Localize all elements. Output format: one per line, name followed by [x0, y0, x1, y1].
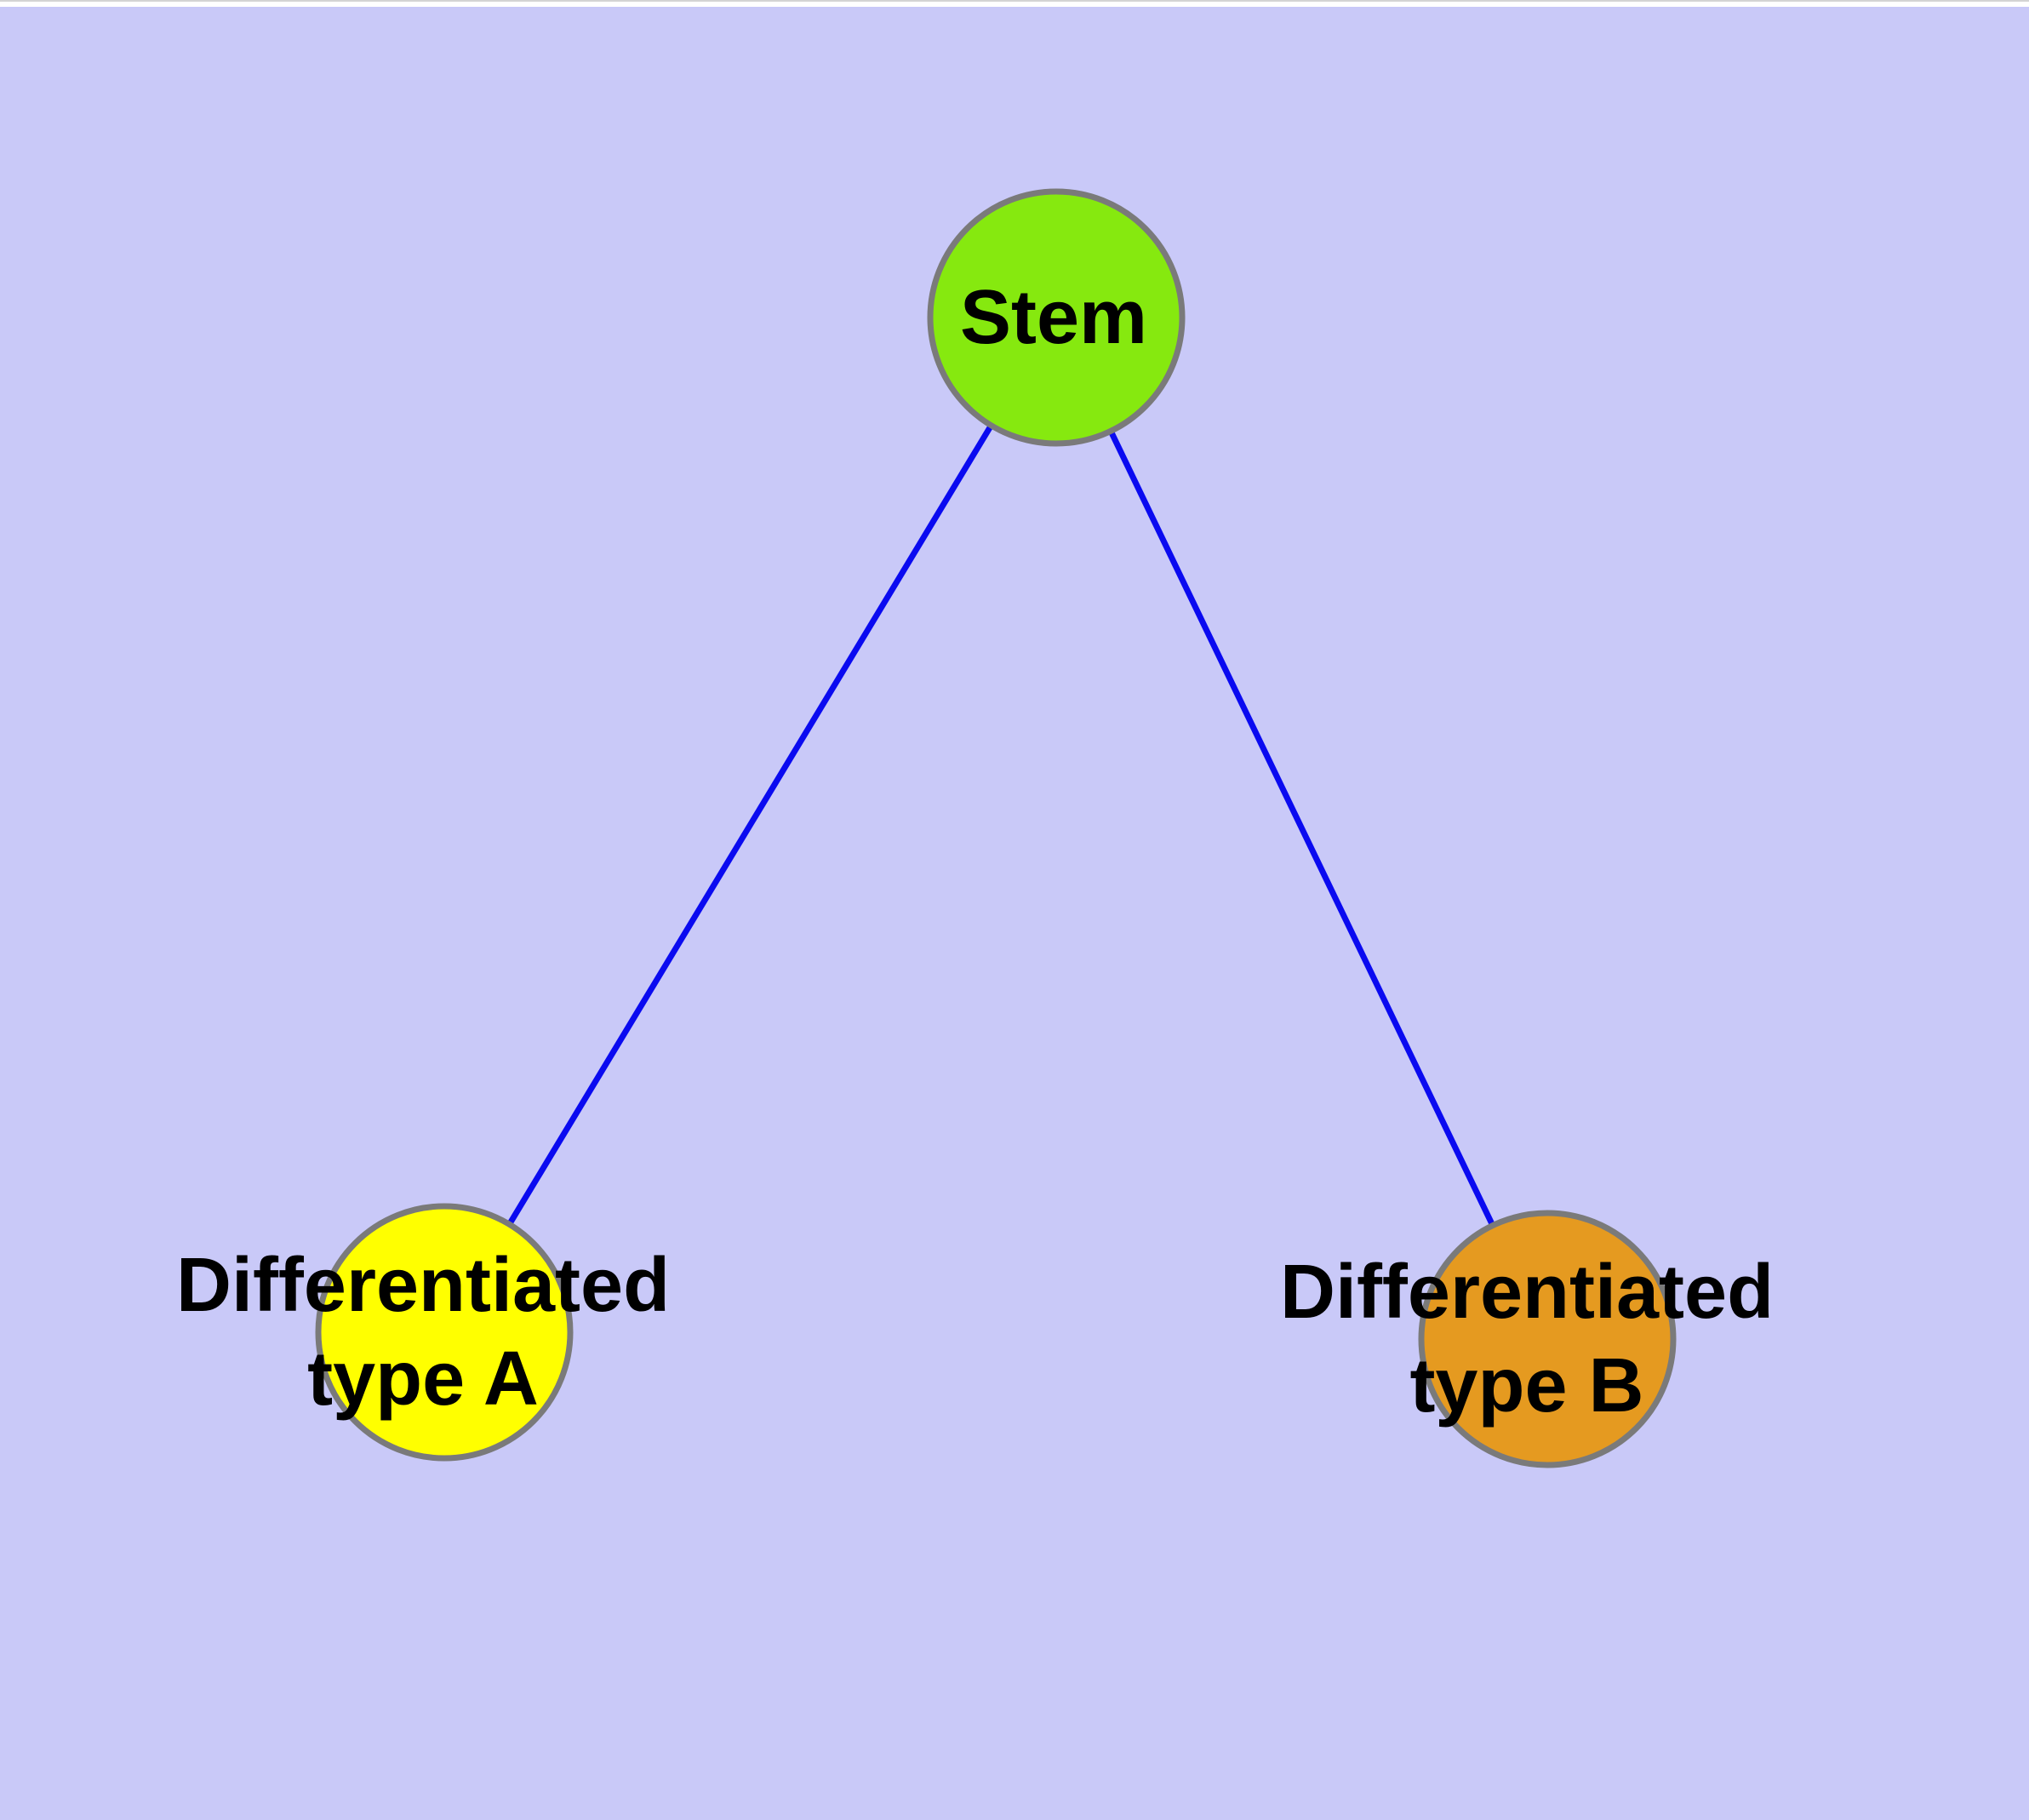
- node-label-type-a-line2: type A: [307, 1336, 539, 1422]
- top-window-hairline: [0, 0, 2029, 2]
- node-type-b-circle: [1418, 1210, 1677, 1468]
- node-type-a-circle: [315, 1203, 574, 1462]
- node-label-type-b: Differentiated type B: [1280, 1245, 1774, 1433]
- edge-stem-to-type-a: [442, 316, 1059, 1334]
- node-label-type-b-line1: Differentiated: [1279, 1250, 1775, 1335]
- node-label-type-b-line2: type B: [1409, 1343, 1644, 1428]
- node-stem-circle: [927, 188, 1186, 447]
- edge-stem-to-type-b: [1053, 316, 1551, 1341]
- node-label-type-a: Differentiated type A: [176, 1239, 670, 1426]
- node-label-stem-line1: Stem: [959, 275, 1148, 360]
- node-label-stem: Stem: [960, 271, 1147, 364]
- node-label-type-a-line1: Differentiated: [175, 1243, 671, 1328]
